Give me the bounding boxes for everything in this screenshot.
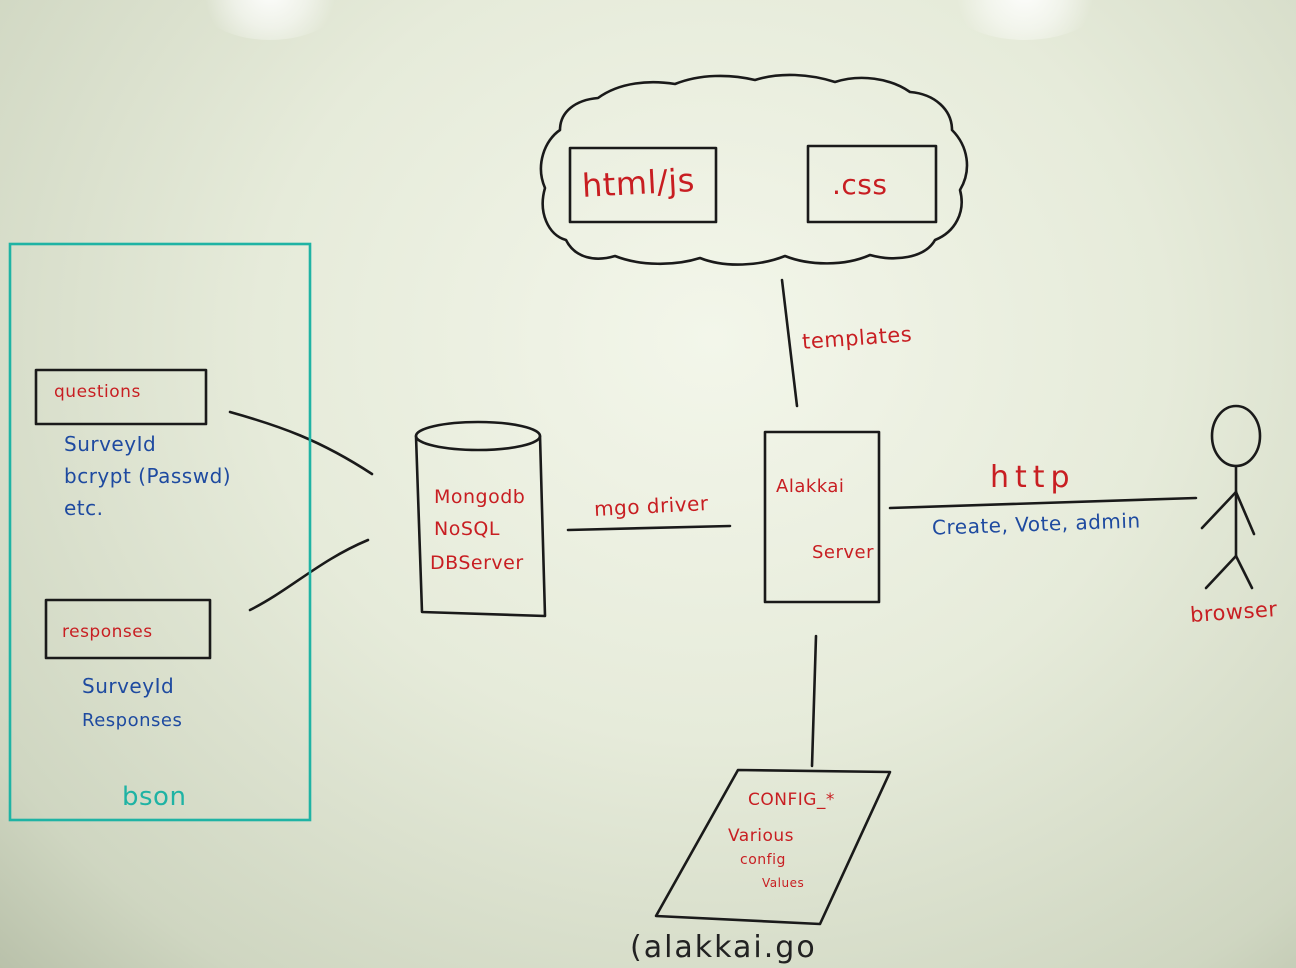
responses-box xyxy=(44,598,212,660)
questions-field-etc: etc. xyxy=(64,496,104,520)
css-label: .css xyxy=(832,168,888,201)
bson-container xyxy=(8,242,312,822)
actor-leg-right xyxy=(1234,554,1254,590)
questions-title: questions xyxy=(54,382,141,402)
responses-title: responses xyxy=(62,622,153,642)
config-title: CONFIG_* xyxy=(748,790,835,810)
questions-field-surveyid: SurveyId xyxy=(64,432,157,456)
db-label-line1: Mongodb xyxy=(434,486,526,508)
questions-field-bcrypt: bcrypt (Passwd) xyxy=(64,464,232,488)
http-label: http xyxy=(990,460,1076,495)
config-file-label: (alakkai.go xyxy=(630,930,817,965)
html-js-box xyxy=(568,146,718,224)
server-box xyxy=(763,430,881,604)
actor-arm-left xyxy=(1200,490,1238,530)
templates-edge xyxy=(780,278,799,408)
config-body-line1: Various xyxy=(728,826,794,846)
templates-cloud xyxy=(539,73,969,266)
mgo-driver-edge xyxy=(566,524,732,532)
db-cylinder-body xyxy=(414,434,547,618)
config-body-line2: config xyxy=(740,852,786,868)
questions-edge xyxy=(228,410,374,476)
db-label-line3: DBServer xyxy=(430,552,524,574)
config-parallelogram xyxy=(654,768,892,926)
db-cylinder-top xyxy=(414,420,542,452)
html-js-label: html/js xyxy=(581,161,696,205)
http-edge xyxy=(888,496,1198,510)
bson-label: bson xyxy=(122,782,187,812)
actor-leg-left xyxy=(1204,554,1238,590)
css-box xyxy=(806,144,938,224)
responses-field-responses: Responses xyxy=(82,710,183,731)
actor-arm-right xyxy=(1234,490,1256,536)
questions-box xyxy=(34,368,208,426)
config-edge xyxy=(810,634,818,768)
server-suffix-label: Server xyxy=(812,542,875,563)
db-label-line2: NoSQL xyxy=(434,518,500,540)
responses-edge xyxy=(248,538,370,612)
responses-field-surveyid: SurveyId xyxy=(82,674,175,698)
config-body-line3: Values xyxy=(762,876,805,890)
actor-head xyxy=(1210,404,1262,468)
server-name-label: Alakkai xyxy=(776,476,845,497)
